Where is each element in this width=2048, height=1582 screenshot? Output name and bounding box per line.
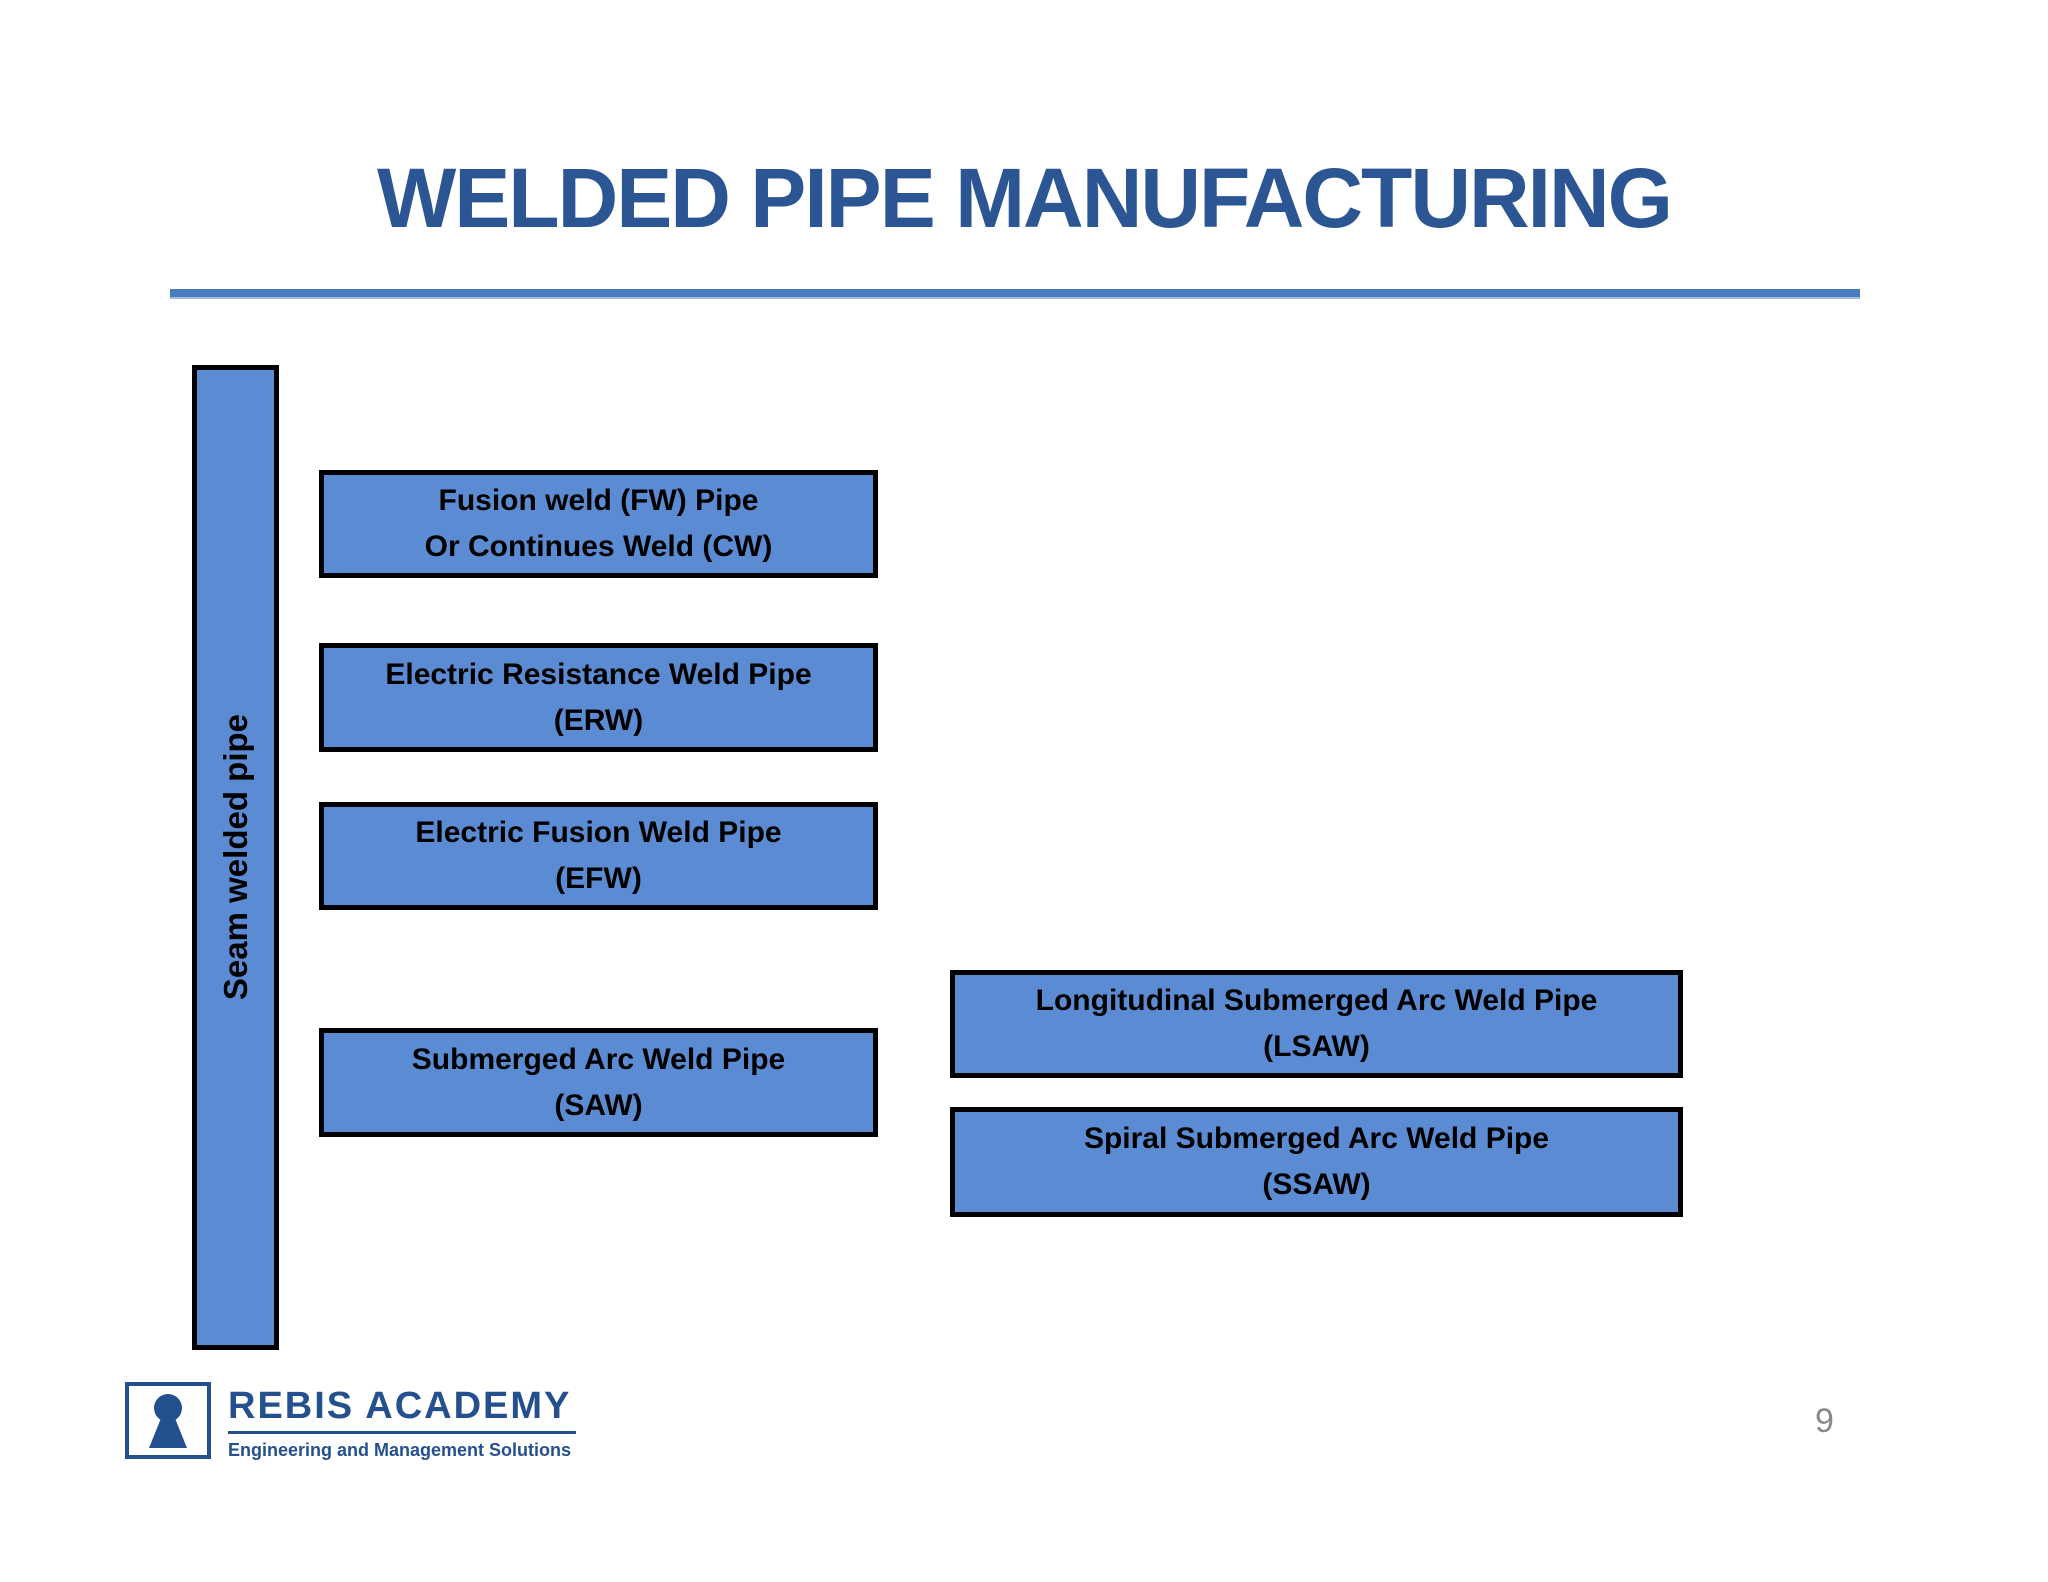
box-fusion-weld-line1: Fusion weld (FW) Pipe <box>438 484 759 517</box>
box-electric-fusion-weld-line2: (EFW) <box>555 862 642 895</box>
box-spiral-submerged-arc-weld-line1: Spiral Submerged Arc Weld Pipe <box>1083 1122 1550 1155</box>
logo-title: REBIS ACADEMY <box>228 1385 572 1427</box>
page-number: 9 <box>1815 1402 1834 1440</box>
box-electric-resistance-weld: Electric Resistance Weld Pipe (ERW) <box>319 643 878 752</box>
box-submerged-arc-weld: Submerged Arc Weld Pipe (SAW) <box>319 1028 878 1137</box>
box-longitudinal-submerged-arc-weld-line2: (LSAW) <box>1263 1030 1370 1063</box>
box-electric-fusion-weld: Electric Fusion Weld Pipe (EFW) <box>319 802 878 910</box>
box-spiral-submerged-arc-weld: Spiral Submerged Arc Weld Pipe (SSAW) <box>950 1107 1683 1217</box>
seam-welded-pipe-label: Seam welded pipe <box>216 714 254 1001</box>
box-electric-fusion-weld-line1: Electric Fusion Weld Pipe <box>415 816 782 849</box>
seam-welded-pipe-bar: Seam welded pipe <box>192 365 279 1350</box>
box-electric-resistance-weld-line1: Electric Resistance Weld Pipe <box>385 657 812 691</box>
box-longitudinal-submerged-arc-weld: Longitudinal Submerged Arc Weld Pipe (LS… <box>950 970 1683 1078</box>
box-electric-resistance-weld-line2: (ERW) <box>553 703 644 737</box>
title-underline <box>170 289 1860 299</box>
logo-underline <box>228 1431 576 1434</box>
box-spiral-submerged-arc-weld-line2: (SSAW) <box>1262 1168 1371 1201</box>
logo-subtitle: Engineering and Management Solutions <box>228 1440 572 1460</box>
slide-title: WELDED PIPE MANUFACTURING <box>377 151 1673 245</box>
box-longitudinal-submerged-arc-weld-line1: Longitudinal Submerged Arc Weld Pipe <box>1035 984 1598 1017</box>
box-fusion-weld: Fusion weld (FW) Pipe Or Continues Weld … <box>319 470 878 578</box>
rebis-logo-mark <box>125 1382 211 1459</box>
box-fusion-weld-line2: Or Continues Weld (CW) <box>424 530 773 563</box>
box-submerged-arc-weld-line1: Submerged Arc Weld Pipe <box>411 1042 786 1076</box>
keyhole-icon-body <box>149 1416 187 1448</box>
box-submerged-arc-weld-line2: (SAW) <box>554 1088 643 1122</box>
